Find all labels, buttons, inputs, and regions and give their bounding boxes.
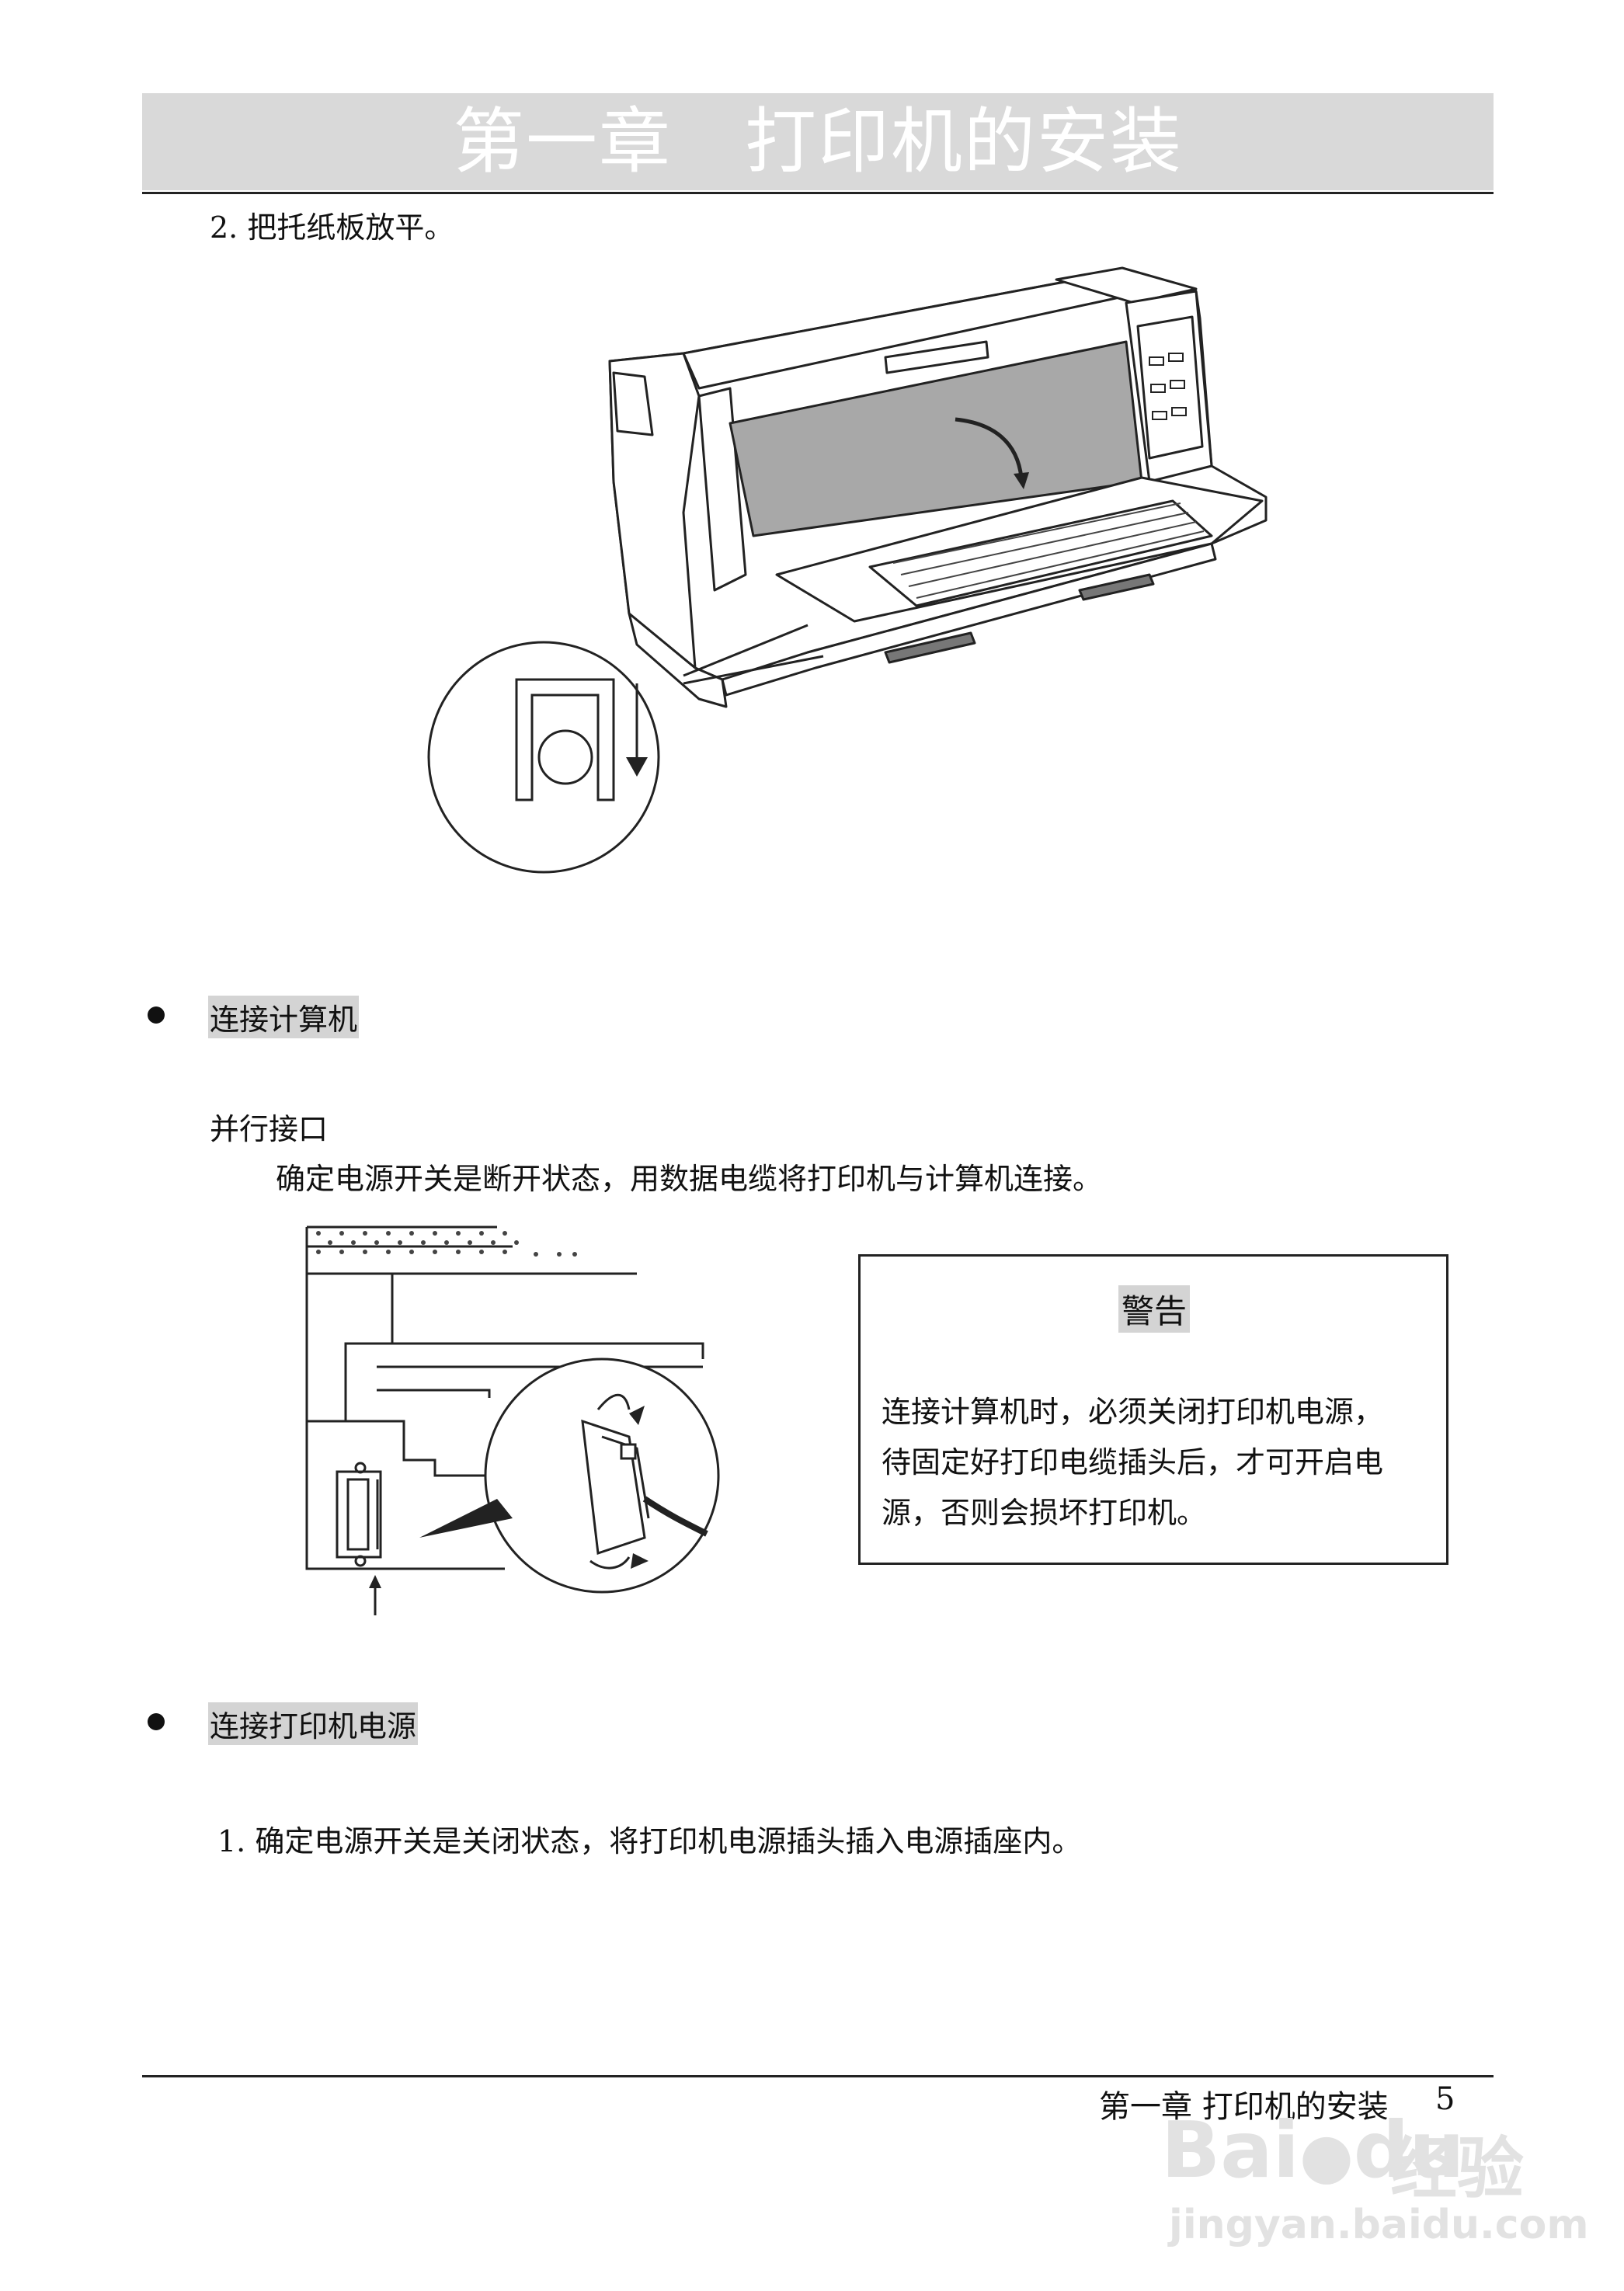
bullet-connect-power [148, 1713, 165, 1730]
warning-line-3: 源，否则会损坏打印机。 [882, 1496, 1207, 1530]
header-band [142, 93, 1494, 190]
footer-chapter: 第一章 打印机的安装 [1099, 2089, 1389, 2125]
step-1-text: 1. 确定电源开关是关闭状态，将打印机电源插头插入电源插座内。 [217, 1824, 1082, 1858]
printer-illustration [427, 266, 1268, 874]
step-2-text: 2. 把托纸板放平。 [210, 210, 454, 245]
bullet-connect-pc [148, 1006, 165, 1024]
chapter-title: 第一章 打印机的安装 [452, 100, 1183, 183]
watermark-bai: Bai [1161, 2105, 1299, 2195]
watermark-jingyan: 经验 [1390, 2130, 1524, 2208]
footer-page-number: 5 [1435, 2081, 1455, 2117]
cable-connection-illustration [305, 1225, 720, 1615]
parallel-instruction: 确定电源开关是断开状态，用数据电缆将打印机与计算机连接。 [276, 1162, 1103, 1196]
watermark-url: jingyan.baidu.com [1169, 2202, 1589, 2248]
watermark-brand: Bai●du [1161, 2105, 1465, 2195]
parallel-heading: 并行接口 [210, 1112, 329, 1146]
footer-rule [142, 2075, 1494, 2077]
warning-title: 警告 [1118, 1285, 1191, 1333]
paw-icon: ● [1299, 2119, 1354, 2192]
header-rule [142, 192, 1494, 194]
warning-line-2: 待固定好打印电缆插头后，才可开启电 [882, 1445, 1384, 1479]
warning-line-1: 连接计算机时，必须关闭打印机电源， [882, 1395, 1384, 1429]
watermark-du: du [1353, 2105, 1465, 2195]
section-title-connect-power: 连接打印机电源 [208, 1702, 419, 1745]
section-title-connect-pc: 连接计算机 [208, 996, 360, 1038]
